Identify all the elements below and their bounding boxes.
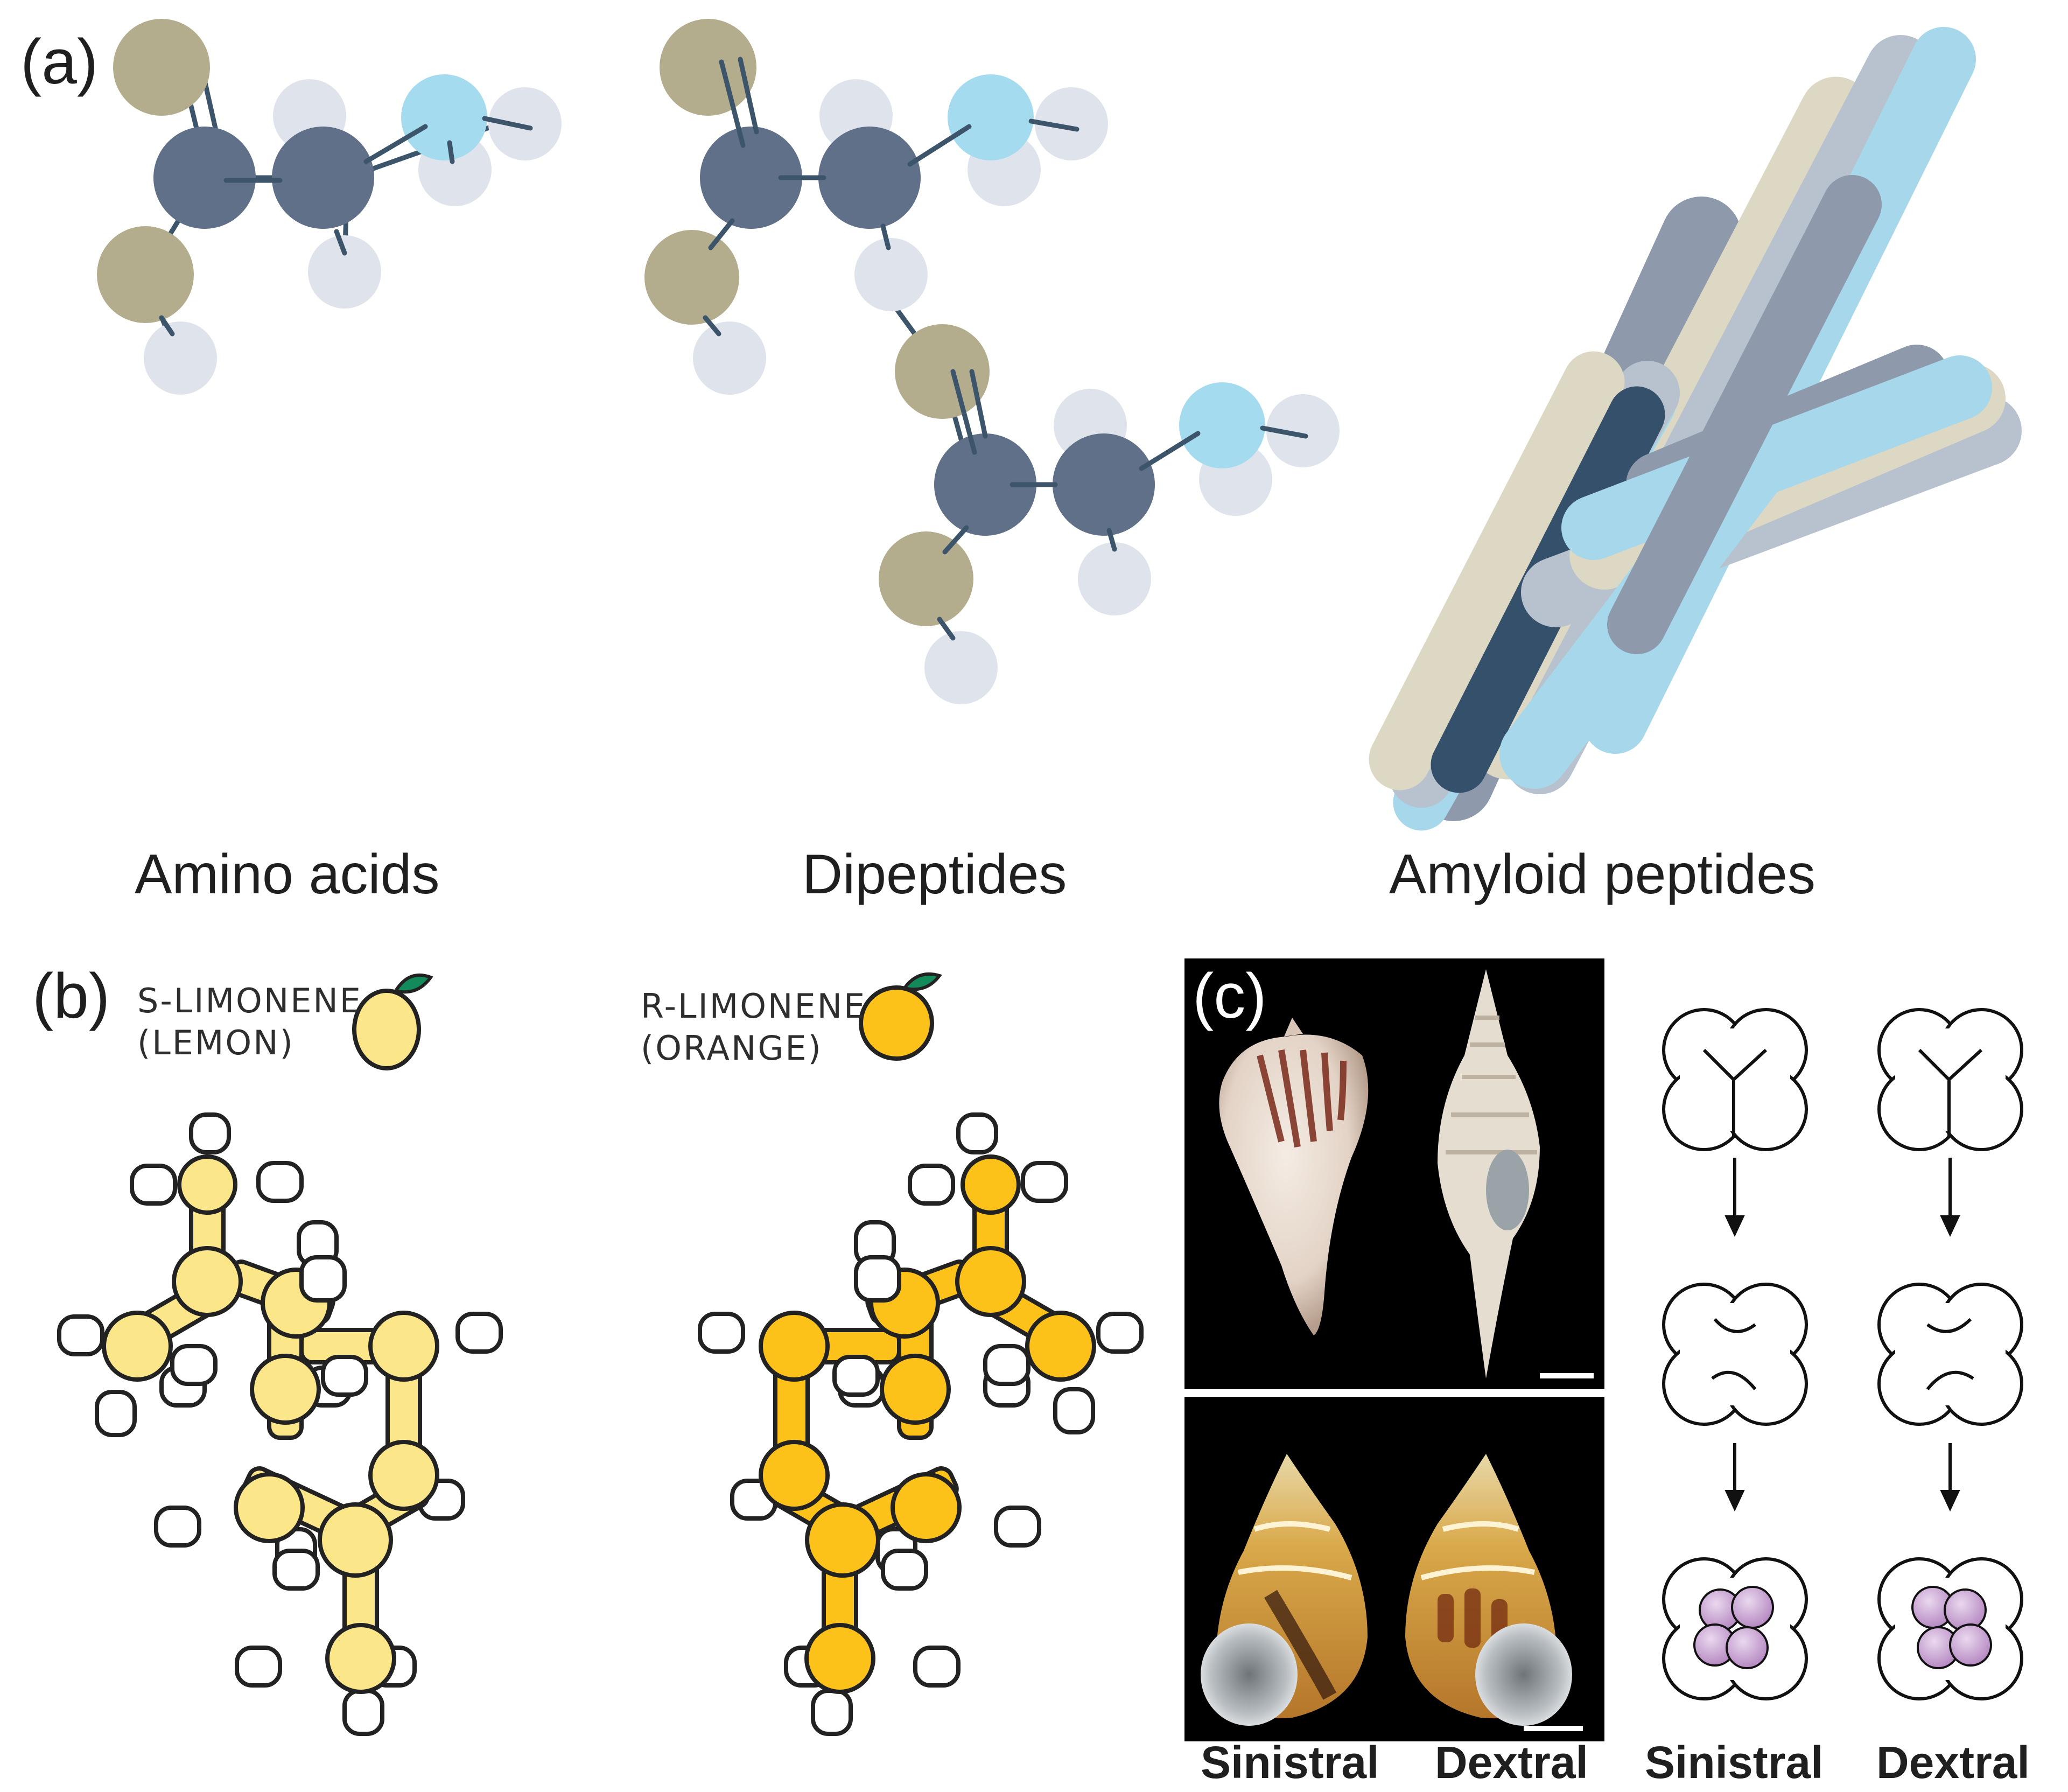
caption-diagram-dextral: Dextral	[1876, 1737, 2030, 1788]
caption-amino-acids: Amino acids	[135, 843, 440, 906]
r-limonene-molecule	[698, 1112, 1144, 1736]
panel-b: (b)	[32, 961, 1144, 1736]
cleavage-diagram-dextral	[1877, 1008, 2023, 1700]
lemon-icon	[352, 973, 433, 1070]
panel-a: (a)	[20, 19, 2022, 831]
hydrogen-atom	[924, 631, 998, 704]
hydrogen-atom	[488, 87, 562, 160]
carbon-atom	[700, 127, 802, 229]
nitrogen-atom	[401, 74, 487, 160]
dextral-spindle-shell	[1438, 969, 1540, 1378]
hydrogen-atom	[144, 321, 217, 395]
amyloid-fibril	[1369, 27, 2022, 831]
eight-cell-stage	[1662, 1557, 1808, 1700]
cleavage-diagram-sinistral	[1662, 1008, 1808, 1700]
oxygen-atom	[660, 19, 756, 116]
carbon-atom	[818, 127, 921, 229]
four-cell-stage	[1877, 1008, 2023, 1151]
carbon-atom	[934, 433, 1036, 536]
oxygen-atom	[879, 531, 973, 626]
four-cell-stage	[1662, 1008, 1808, 1151]
carbon-atom	[272, 127, 374, 229]
panel-b-label: (b)	[32, 961, 110, 1032]
sinistral-whelk-shell	[1219, 1018, 1369, 1335]
oxygen-atom	[113, 19, 210, 116]
sinistral-snail-shell	[1201, 1454, 1368, 1726]
r-limonene-label: R-LIMONENE (ORANGE)	[641, 985, 866, 1069]
s-limonene-molecule	[57, 1112, 503, 1736]
caption-amyloid-peptides: Amyloid peptides	[1389, 843, 1815, 906]
hydrogen-atom	[1078, 542, 1151, 615]
carbon-atom	[1053, 433, 1155, 536]
panel-c-label: (c)	[1193, 961, 1267, 1032]
r-limonene-source: (ORANGE)	[641, 1028, 823, 1068]
nitrogen-atom	[948, 74, 1034, 160]
nitrogen-atom	[1179, 382, 1265, 468]
oxygen-atom	[97, 226, 194, 323]
scale-bar	[1540, 1373, 1594, 1378]
hydrogen-atom	[308, 235, 381, 309]
oxygen-atom	[644, 230, 739, 325]
eight-cell-stage	[1877, 1557, 2023, 1700]
caption-diagram-sinistral: Sinistral	[1645, 1737, 1824, 1788]
spiral-stage	[1662, 1283, 1808, 1426]
carbon-atom	[153, 127, 256, 229]
panel-a-label: (a)	[20, 26, 98, 97]
oxygen-atom	[895, 324, 990, 419]
dipeptide-molecule	[644, 19, 1340, 704]
s-limonene-source: (LEMON)	[137, 1023, 295, 1062]
s-limonene-name: S-LIMONENE	[137, 981, 362, 1020]
caption-photo-sinistral: Sinistral	[1201, 1737, 1379, 1788]
panel-c: (c)	[1184, 958, 2023, 1741]
caption-dipeptides: Dipeptides	[802, 843, 1067, 906]
r-limonene-name: R-LIMONENE	[641, 986, 867, 1026]
hydrogen-atom	[1266, 394, 1340, 467]
scale-bar	[1524, 1726, 1583, 1731]
hydrogen-atom	[854, 238, 928, 311]
hydrogen-atom	[1035, 87, 1108, 160]
caption-photo-dextral: Dextral	[1435, 1737, 1588, 1788]
s-limonene-label: S-LIMONENE (LEMON)	[137, 980, 362, 1064]
amino-acid-molecule	[97, 19, 562, 395]
spiral-stage	[1877, 1283, 2023, 1426]
hydrogen-atom	[693, 321, 766, 395]
orange-icon	[859, 972, 943, 1061]
dextral-snail-shell	[1405, 1454, 1572, 1726]
